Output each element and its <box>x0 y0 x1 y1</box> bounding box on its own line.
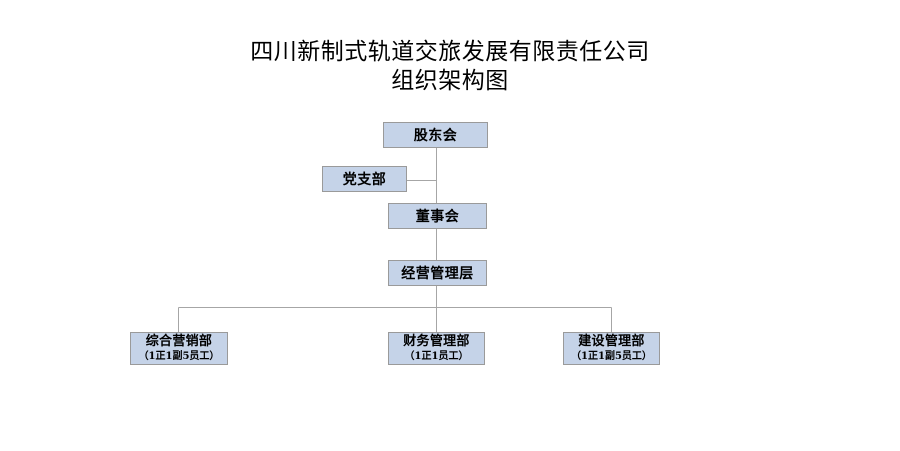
node-label: 财务管理部 <box>403 334 470 349</box>
node-management-layer[interactable]: 经营管理层 <box>388 260 487 286</box>
node-label: 综合营销部 <box>145 334 213 349</box>
title-line-1: 四川新制式轨道交旅发展有限责任公司 <box>250 39 650 65</box>
node-label: 经营管理层 <box>401 266 474 282</box>
node-shareholders-meeting[interactable]: 股东会 <box>383 122 488 148</box>
node-party-branch[interactable]: 党支部 <box>322 166 407 192</box>
page-title: 四川新制式轨道交旅发展有限责任公司 组织架构图 <box>0 38 900 96</box>
node-staffing: （1正1员工） <box>404 351 469 362</box>
node-board-of-directors[interactable]: 董事会 <box>388 203 487 229</box>
node-label: 股东会 <box>413 128 458 144</box>
node-staffing: （1正1副5员工） <box>138 351 220 362</box>
node-label: 董事会 <box>415 209 460 225</box>
node-department-marketing[interactable]: 综合营销部 （1正1副5员工） <box>130 332 228 365</box>
node-staffing: （1正1副5员工） <box>571 351 652 362</box>
node-label: 建设管理部 <box>578 334 645 349</box>
node-label: 党支部 <box>342 172 387 188</box>
title-line-2: 组织架构图 <box>391 68 509 94</box>
node-department-construction[interactable]: 建设管理部 （1正1副5员工） <box>563 332 660 365</box>
node-department-finance[interactable]: 财务管理部 （1正1员工） <box>388 332 485 365</box>
